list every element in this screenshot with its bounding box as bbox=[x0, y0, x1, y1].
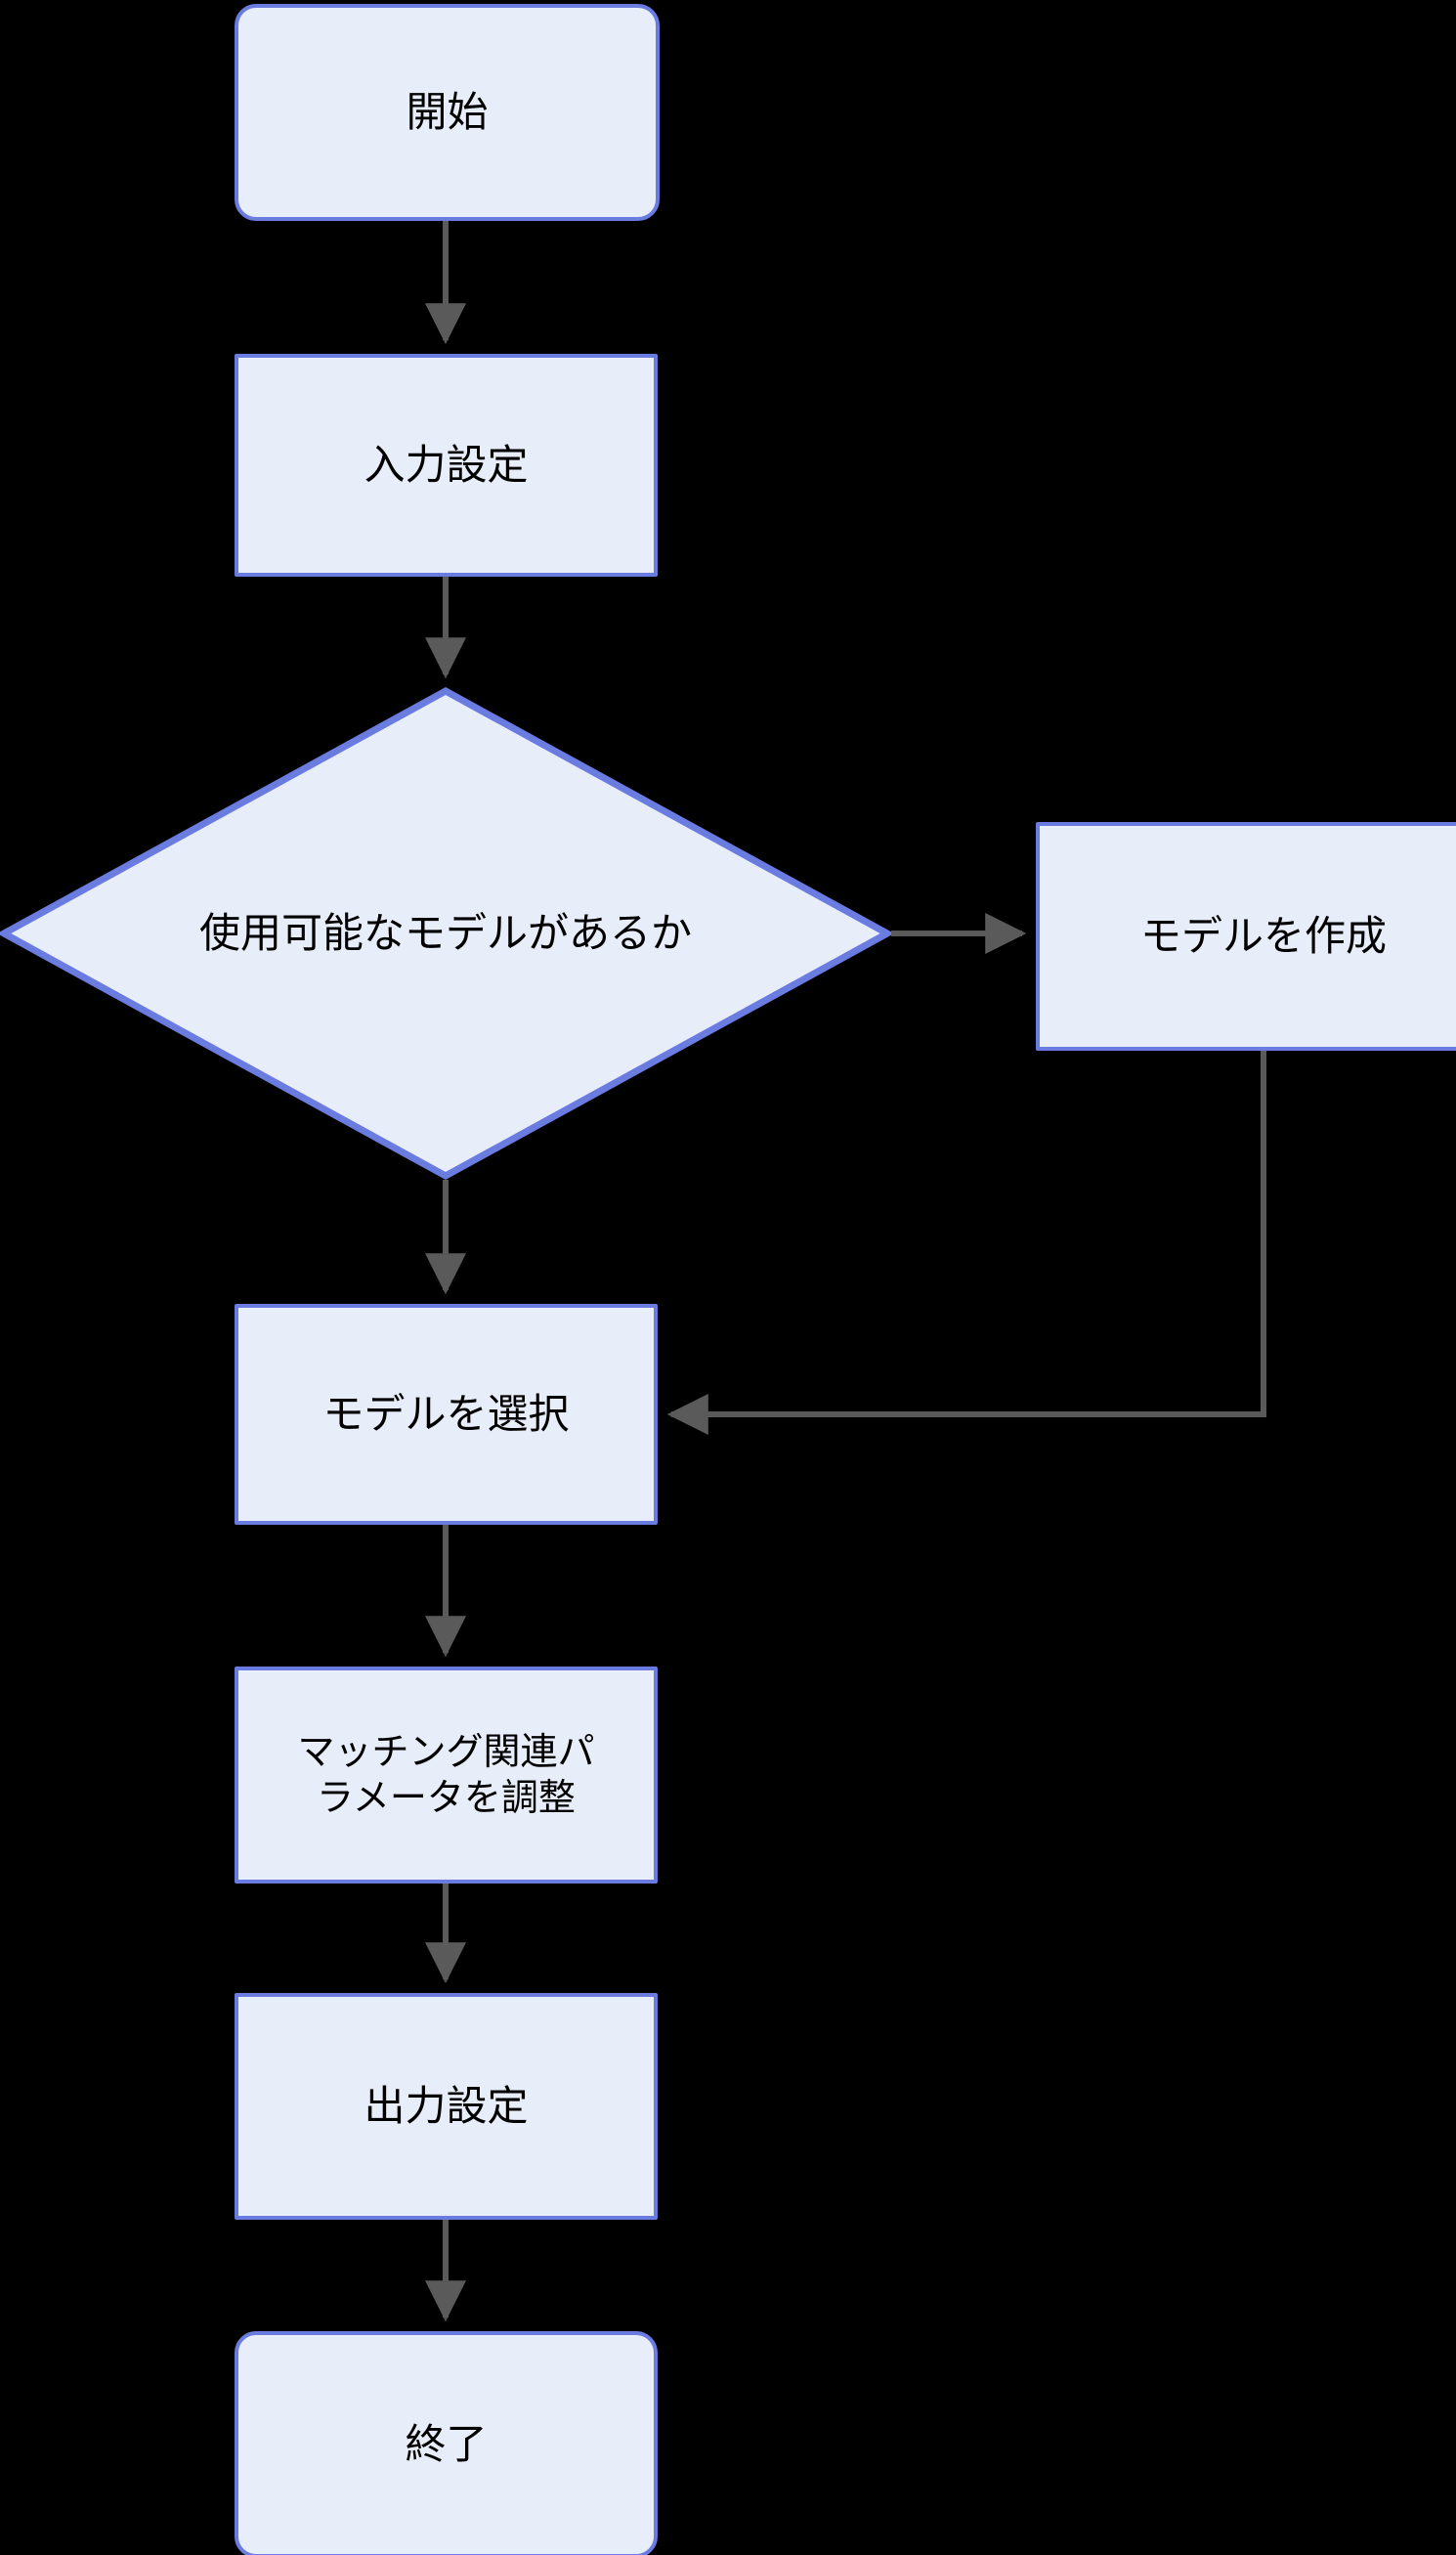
diamond-shape bbox=[0, 687, 891, 1180]
node-end[interactable]: 終了 bbox=[235, 2331, 658, 2555]
node-select-model[interactable]: モデルを選択 bbox=[235, 1304, 658, 1525]
node-end-label: 終了 bbox=[405, 2419, 488, 2468]
node-tune-matching-params-label: マッチング関連パ ラメータを調整 bbox=[297, 1729, 595, 1819]
node-tune-matching-params[interactable]: マッチング関連パ ラメータを調整 bbox=[235, 1667, 658, 1884]
node-model-available[interactable]: 使用可能なモデルがあるか bbox=[0, 687, 891, 1180]
node-model-available-label: 使用可能なモデルがあるか bbox=[198, 908, 692, 957]
node-start-label: 開始 bbox=[406, 87, 489, 136]
node-input-settings[interactable]: 入力設定 bbox=[235, 354, 658, 577]
node-select-model-label: モデルを選択 bbox=[322, 1389, 570, 1438]
node-start[interactable]: 開始 bbox=[235, 4, 660, 221]
node-input-settings-label: 入力設定 bbox=[364, 440, 529, 489]
node-create-model[interactable]: モデルを作成 bbox=[1036, 822, 1456, 1051]
node-create-model-label: モデルを作成 bbox=[1139, 911, 1387, 960]
node-output-settings-label: 出力設定 bbox=[364, 2081, 529, 2130]
node-output-settings[interactable]: 出力設定 bbox=[235, 1993, 658, 2220]
